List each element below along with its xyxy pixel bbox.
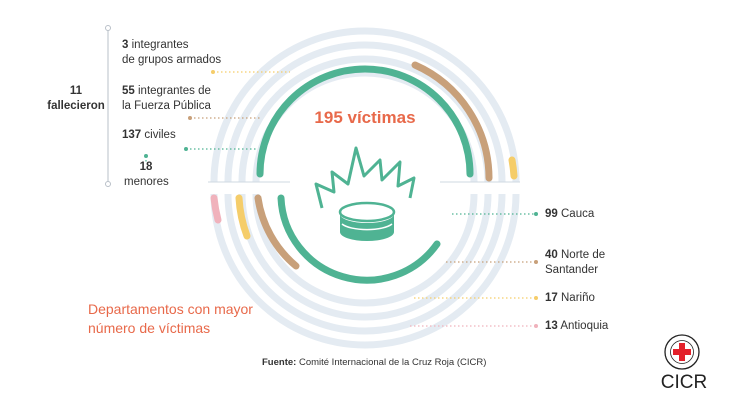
- departments-title-line: número de víctimas: [88, 320, 211, 336]
- fallecieron-count: 11: [69, 85, 83, 97]
- leader-lines-right: [410, 213, 536, 327]
- victims-label: menores: [124, 176, 169, 188]
- department-name: Nariño: [561, 292, 595, 304]
- arc-civiles: [256, 65, 474, 178]
- arc-narino: [235, 194, 251, 240]
- victims-num: 137: [122, 129, 142, 141]
- explosion-icon: [314, 146, 416, 209]
- landmine-icon: [338, 201, 396, 241]
- victims-label: integrantes de: [138, 85, 211, 97]
- fallecieron-label: 11 fallecieron: [40, 84, 112, 114]
- department-cauca: 99 Cauca: [545, 207, 594, 222]
- victims-fuerza-publica: 55 integrantes de la Fuerza Pública: [122, 84, 211, 114]
- victims-label: la Fuerza Pública: [122, 100, 211, 112]
- source-label: Fuente:: [262, 357, 297, 368]
- departments-title-line: Departamentos con mayor: [88, 301, 253, 317]
- leader-dots-left: [144, 70, 215, 158]
- department-num: 13: [545, 320, 558, 332]
- victims-num: 55: [122, 85, 135, 97]
- victims-bracket: [105, 25, 111, 187]
- department-norte-santander: 40 Norte de Santander: [545, 248, 605, 278]
- department-name: Santander: [545, 264, 599, 276]
- arc-cauca: [277, 194, 441, 284]
- cicr-logo-text: CICR: [660, 372, 708, 393]
- victims-label: de grupos armados: [122, 54, 222, 66]
- department-num: 17: [545, 292, 558, 304]
- department-num: 99: [545, 208, 558, 220]
- victims-grupos-armados: 3 integrantes de grupos armados: [122, 38, 221, 68]
- department-name: Cauca: [561, 208, 595, 220]
- source-note: Fuente: Comité Internacional de la Cruz …: [262, 357, 486, 368]
- victims-menores: 18 menores: [124, 160, 169, 190]
- source-text: Comité Internacional de la Cruz Roja (CI…: [298, 357, 487, 368]
- arc-grupos-armados: [508, 156, 518, 180]
- department-num: 40: [545, 249, 558, 261]
- arc-antioquia: [210, 194, 222, 224]
- arc-norte-santander: [254, 194, 300, 270]
- victims-label: integrantes: [131, 39, 189, 51]
- victims-label: civiles: [144, 129, 176, 141]
- arc-fuerza-publica: [411, 61, 493, 182]
- victims-num: 18: [139, 161, 153, 173]
- fallecieron-text: fallecieron: [47, 100, 105, 112]
- department-name: Norte de: [561, 249, 606, 261]
- departments-title: Departamentos con mayor número de víctim…: [88, 300, 253, 338]
- department-name: Antioquia: [560, 320, 609, 332]
- victims-civiles: 137 civiles: [122, 128, 176, 143]
- department-antioquia: 13 Antioquia: [545, 319, 608, 334]
- leader-dots-right: [534, 212, 538, 328]
- red-cross-icon: [664, 334, 700, 370]
- department-narino: 17 Nariño: [545, 291, 595, 306]
- victims-num: 3: [122, 39, 129, 51]
- total-victims-title: 195 víctimas: [314, 108, 416, 127]
